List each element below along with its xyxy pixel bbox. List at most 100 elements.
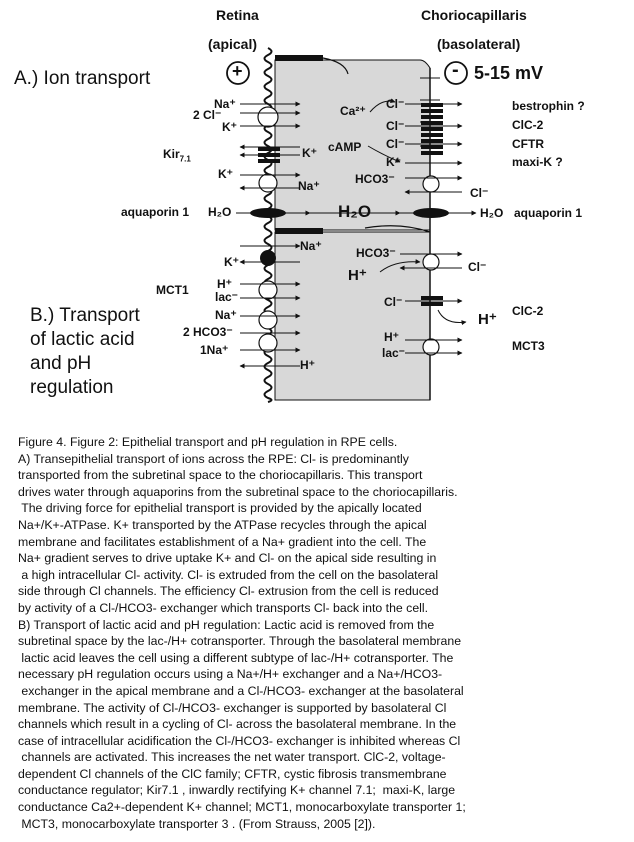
basolateral-arrows-lower [399,251,463,356]
caption-line: exchanger in the apical membrane and a C… [18,683,464,698]
h2o-right-label: H₂O [480,206,504,220]
voltage-label: 5-15 mV [474,63,544,83]
minus-sign: - [452,59,459,81]
na-h-exchanger [258,310,278,330]
caption-line: membrane and facilitates establishment o… [18,534,427,549]
cl-label-3: Cl⁻ [386,137,405,151]
section-b-line3: and pH [30,353,92,374]
hco3-2-label: 2 HCO3⁻ [183,325,233,339]
caption-line: conductance regulator; Kir7.1 , inwardly… [18,783,456,798]
caption-line: membrane. The activity of Cl-/HCO3- exch… [18,700,447,715]
k-channel-label: K⁺ [302,146,317,160]
k-right-label: K⁺ [386,155,401,169]
cl-out-label: Cl⁻ [470,186,489,200]
tight-junction-top [275,55,323,61]
h2o-center-label: H₂O [338,202,372,221]
plus-sign: + [232,61,243,81]
minus-circle [444,61,468,85]
section-b-line4: regulation [30,377,114,398]
camp-arrow [367,145,401,163]
caption-line: MCT3, monocarboxylate transporter 3 . (F… [18,816,376,831]
kir-subscript: 7.1 [179,154,191,164]
cl2-label: 2 Cl⁻ [193,108,222,122]
k-label-1: K⁺ [222,120,237,134]
k-label-apical: K⁺ [218,167,233,181]
h-out-label: H⁺ [478,311,497,328]
na-pump-label: Na⁺ [298,179,320,193]
basolateral-label: (basolateral) [437,36,521,52]
cl-clc-label: Cl⁻ [384,295,403,309]
bestrophin-label: bestrophin ? [512,99,585,113]
tight-junction-middle [275,228,323,234]
caption-line: Na+/K+-ATPase. K+ transported by the ATP… [18,517,427,532]
caption-line: dependent Cl channels of the ClC family;… [18,766,447,781]
kir-name: Kir [163,147,180,161]
h2o-left-label: H₂O [208,205,232,219]
lac-mct3-label: lac⁻ [382,346,406,360]
diagram-graphics [226,47,477,403]
k-lower-label: K⁺ [224,255,239,269]
h-out-curved-arrow [437,309,467,326]
h-mct3-label: H⁺ [384,330,399,344]
caption-line: a high intracellular Cl- activity. Cl- i… [18,567,439,582]
hco3-upper-label: HCO3⁻ [355,172,395,186]
hco3-lower-label: HCO3⁻ [356,246,396,260]
caption-line: A) Transepithelial transport of ions acr… [18,451,409,466]
caption-line: necessary pH regulation occurs using a N… [18,667,443,682]
na-hco3-cotransporter [258,333,278,353]
h-plus-left-label: H⁺ [217,277,232,291]
caption-line: transported from the subretinal space to… [18,468,423,483]
nkcc-transporter [257,106,279,128]
aquaporin-right-label: aquaporin 1 [514,206,583,220]
section-a-title: A.) Ion transport [14,68,151,89]
caption-line: channels which result in a cycling of Cl… [18,717,457,732]
ca-label: Ca²⁺ [340,104,366,118]
caption-line: lactic acid leaves the cell using a diff… [18,650,454,665]
ca-arrow [369,98,396,113]
caption-line: case of intracellular acidification the … [18,733,461,748]
na-label-1: Na⁺ [214,97,236,111]
na-lower-left-label: Na⁺ [215,308,237,322]
mct1-transporter [258,280,278,300]
choriocapillaris-label: Choriocapillaris [421,7,527,23]
caption-line: by activity of a Cl-/HCO3- exchanger whi… [18,600,429,615]
h-bottom-label: H⁺ [300,358,315,372]
camp-label: cAMP [328,140,362,154]
caption-line: conductance Ca2+-dependent K+ channel; M… [18,800,466,815]
mct1-label: MCT1 [156,283,189,297]
caption-line: Na+ gradient serves to drive uptake K+ a… [18,551,437,566]
rpe-transport-diagram: Retina Choriocapillaris (apical) (basola… [14,7,585,403]
lac-left-label: lac⁻ [215,290,239,304]
clc2-channel-lower [421,296,443,306]
figure-caption: Figure 4. Figure 2: Epithelial transport… [18,434,618,832]
plus-circle [226,61,250,85]
cl-lower-out-label: Cl⁻ [468,260,487,274]
cl-label-2: Cl⁻ [386,119,405,133]
retina-label: Retina [216,7,259,23]
cl-label-1: Cl⁻ [386,97,405,111]
cftr-label: CFTR [512,137,544,151]
caption-line: Figure 4. Figure 2: Epithelial transport… [18,435,398,449]
h-cell-label: H⁺ [348,267,367,284]
caption-line: subretinal space by the lac-/H+ cotransp… [18,634,462,649]
caption-line: B) Transport of lactic acid and pH regul… [18,617,435,632]
nak-atpase [258,173,278,193]
caption-line: side through Cl channels. The efficiency… [18,584,439,599]
caption-line: channels are activated. This increases t… [18,750,446,765]
caption-line: drives water through aquaporins from the… [18,484,458,499]
clc2-label: ClC-2 [512,118,544,132]
maxik-label: maxi-K ? [512,155,563,169]
aquaporin-left-label: aquaporin 1 [121,205,190,219]
h-curved-arrow [379,259,421,273]
mct3-label: MCT3 [512,339,545,353]
section-b-line1: B.) Transport [30,305,140,326]
mct3-transporter [422,338,440,356]
na-1-label: 1Na⁺ [200,343,229,357]
apical-arrows-upper [236,101,311,216]
clc2-lower-label: ClC-2 [512,304,544,318]
junction-curve-right [364,225,431,233]
kir-label: Kir7.1 [163,147,191,163]
apical-label: (apical) [208,36,258,52]
basolateral-arrows-upper [400,101,477,216]
section-b-line2: of lactic acid [30,329,135,350]
